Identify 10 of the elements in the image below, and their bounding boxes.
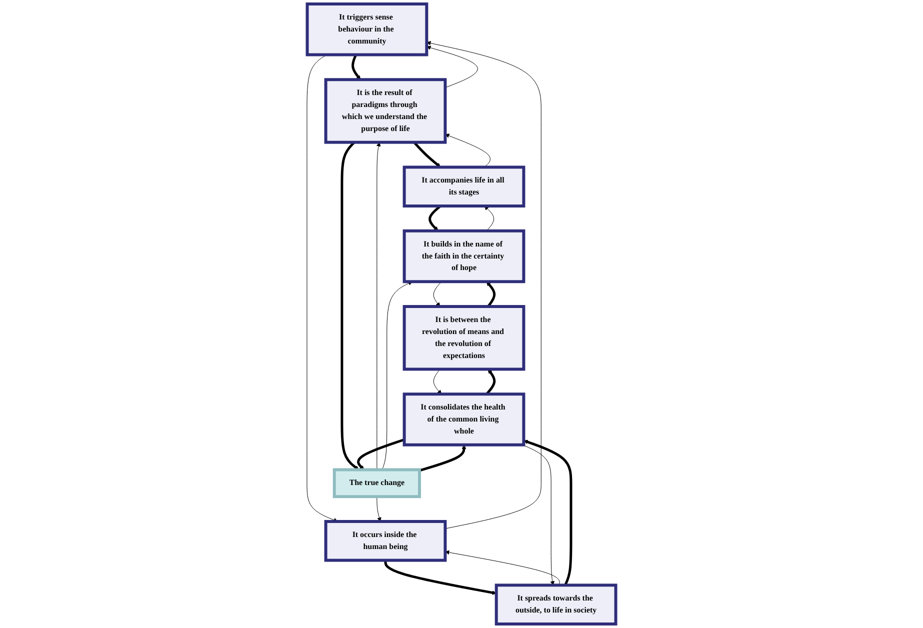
arrow — [428, 205, 442, 232]
arrow — [486, 369, 496, 395]
arrow — [524, 440, 572, 586]
arrow — [413, 142, 441, 168]
arrow — [434, 368, 442, 394]
arrow — [340, 141, 360, 470]
arrow — [357, 438, 405, 470]
arrow — [445, 550, 560, 586]
arrow — [352, 54, 361, 80]
arrow — [419, 444, 466, 472]
